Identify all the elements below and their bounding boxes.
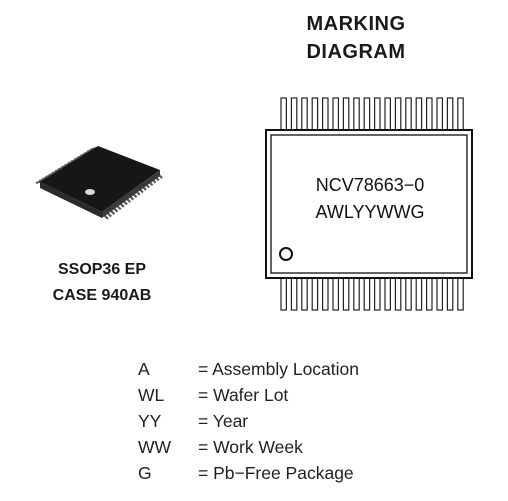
pin-bottom (373, 277, 381, 311)
pin-bottom (394, 277, 402, 311)
legend-description: = Work Week (198, 437, 303, 457)
pin-top (415, 97, 423, 131)
pin-top (405, 97, 412, 131)
legend-code: G (138, 463, 152, 483)
package-case: CASE 940AB (52, 287, 152, 304)
pin-top (457, 97, 464, 131)
pin-top (436, 97, 444, 131)
marking-diagram-outline (265, 97, 473, 311)
pin-bottom (457, 277, 464, 311)
pin-top (384, 97, 392, 131)
pin-top (301, 97, 308, 131)
pin-bottom (321, 277, 329, 311)
diagram-title-line-1: MARKING (306, 13, 406, 35)
pin-bottom (280, 277, 288, 311)
pin-bottom (384, 277, 392, 311)
pin-top (290, 97, 298, 131)
pin-top (426, 97, 433, 131)
pin-bottom (426, 277, 433, 311)
pin-top (342, 97, 350, 131)
pin-bottom (301, 277, 308, 311)
pin-bottom (353, 277, 360, 311)
pin-top (363, 97, 371, 131)
legend-code: YY (138, 411, 162, 431)
pin-bottom (405, 277, 412, 311)
pin-bottom (290, 277, 298, 311)
pin-top (394, 97, 402, 131)
pin-top (446, 97, 454, 131)
pin-bottom (363, 277, 371, 311)
package-illustration (35, 146, 163, 220)
pin-top (353, 97, 360, 131)
pin-1-indicator-icon (279, 247, 293, 261)
pin-top (280, 97, 288, 131)
pin-bottom (436, 277, 444, 311)
legend-code: WW (138, 437, 172, 457)
legend-description: = Year (198, 411, 249, 431)
pin-top (332, 97, 340, 131)
legend-code: WL (138, 385, 165, 405)
pin-bottom (311, 277, 319, 311)
legend-description: = Wafer Lot (198, 385, 289, 405)
marking-line-code: AWLYYWWG (315, 202, 425, 222)
pin-bottom (415, 277, 423, 311)
pin-bottom (446, 277, 454, 311)
pin-top (321, 97, 329, 131)
pin-bottom (342, 277, 350, 311)
pin-top (311, 97, 319, 131)
legend-code: A (138, 359, 150, 379)
package-name: SSOP36 EP (57, 261, 147, 278)
diagram-title-line-2: DIAGRAM (306, 41, 406, 63)
legend-description: = Assembly Location (198, 359, 359, 379)
pin-bottom (332, 277, 340, 311)
marking-line-device: NCV78663−0 (315, 175, 425, 195)
pin-top (373, 97, 381, 131)
legend-description: = Pb−Free Package (198, 463, 354, 483)
